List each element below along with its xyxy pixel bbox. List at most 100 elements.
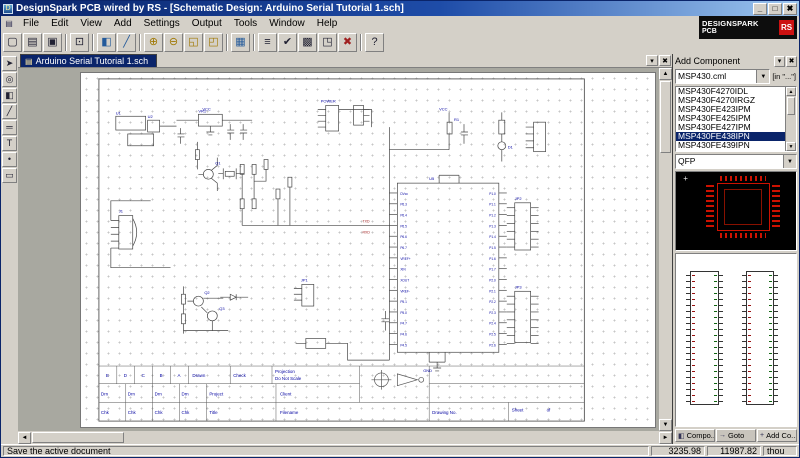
tab-component-bin[interactable]: ◧ Compo... [675,429,715,442]
panel-menu-icon[interactable]: ▾ [774,56,785,67]
vertical-scroll-thumb[interactable] [660,81,671,153]
svg-text:P1.3: P1.3 [489,224,496,228]
scroll-left-icon[interactable]: ◄ [18,432,31,444]
symbol-preview [675,253,797,427]
scroll-up-icon[interactable]: ▲ [786,87,796,96]
zoom-in-icon[interactable]: ⊕ [144,33,163,52]
horizontal-scroll-thumb[interactable] [32,432,124,443]
ic-pin-labels: DVcc P6.3 P6.4 P6.5 P6.6 P6.7 VREF+ XIN … [400,192,496,347]
svg-text:P2.4: P2.4 [489,322,496,326]
svg-text:Chk: Chk [181,410,190,415]
dropdown-arrow-icon[interactable]: ▼ [756,70,769,83]
symbol-unit [746,271,775,405]
svg-text:Chk: Chk [101,410,110,415]
schematic-canvas[interactable]: E D C B A Drawn Check Projection Do Not … [81,73,655,427]
workspace: ▤ Arduino Serial Tutorial 1.sch ▾ ✖ [18,54,672,444]
print-icon[interactable]: ⊡ [70,33,89,52]
list-item[interactable]: MSP430FE425IPM [676,114,785,123]
select-tool-icon[interactable]: ➤ [2,56,17,71]
svg-text:XOUT: XOUT [400,278,409,282]
canvas-background[interactable]: E D C B A Drawn Check Projection Do Not … [18,68,659,431]
menu-file[interactable]: File [17,17,45,30]
zoom-all-icon[interactable]: ◰ [204,33,223,52]
title-bar: D DesignSpark PCB wired by RS - [Schemat… [1,1,799,16]
main-toolbar: ▢ ▤ ▣ ⊡ ◧ ╱ ⊕ ⊖ ◱ ◰ ▦ ≡ ✔ ▩ ◳ ✖ ? [1,30,799,54]
scroll-down-icon[interactable]: ▼ [786,142,796,151]
list-item[interactable]: MSP430FE423IPM [676,105,785,114]
add-component-icon[interactable]: ◧ [97,33,116,52]
new-icon[interactable]: ▢ [3,33,22,52]
menu-edit[interactable]: Edit [45,17,74,30]
list-item[interactable]: MSP430FE439IPN [676,141,785,150]
menu-add[interactable]: Add [108,17,138,30]
toolbar-separator [92,34,94,51]
schematic-page[interactable]: E D C B A Drawn Check Projection Do Not … [80,72,656,428]
dropdown-arrow-icon[interactable]: ▼ [783,155,796,168]
component-tool-icon[interactable]: ◧ [2,88,17,103]
bus-tool-icon[interactable]: ═ [2,120,17,135]
units-indicator[interactable]: thou [763,446,797,456]
document-tab[interactable]: ▤ Arduino Serial Tutorial 1.sch [20,54,157,67]
mdi-document-icon[interactable]: ▤ [3,18,15,29]
list-item[interactable]: MSP430F4270IRGZ [676,96,785,105]
menu-settings[interactable]: Settings [138,17,186,30]
junction-tool-icon[interactable]: • [2,152,17,167]
menu-view[interactable]: View [74,17,108,30]
tab-goto[interactable]: → Goto [716,429,756,442]
delete-icon[interactable]: ✖ [338,33,357,52]
minimize-button[interactable]: _ [753,3,767,15]
tab-menu-icon[interactable]: ▾ [646,55,658,66]
zoom-out-icon[interactable]: ⊖ [164,33,183,52]
svg-text:Drn: Drn [128,392,136,397]
vertical-scrollbar[interactable]: ▲ ▼ [659,68,672,431]
panel-header: Add Component ▾ ✖ [673,54,799,68]
menu-window[interactable]: Window [263,17,311,30]
grid-icon[interactable]: ▦ [231,33,250,52]
wire-tool-icon[interactable]: ╱ [2,104,17,119]
list-item[interactable]: MSP430FE427IPM [676,123,785,132]
close-button[interactable]: ✖ [783,3,797,15]
text-tool-icon[interactable]: T [2,136,17,151]
panel-title: Add Component [675,56,773,66]
pad-tool-icon[interactable]: ◎ [2,72,17,87]
scroll-down-icon[interactable]: ▼ [659,419,672,431]
view-3d-icon[interactable]: ◳ [318,33,337,52]
maximize-button[interactable]: □ [768,3,782,15]
menu-tools[interactable]: Tools [228,17,263,30]
goto-icon: → [719,432,726,439]
svg-text:R1: R1 [454,117,459,122]
list-scroll-thumb[interactable] [787,97,795,115]
svg-text:P4.5: P4.5 [400,343,407,347]
library-icon[interactable]: ≡ [258,33,277,52]
library-select[interactable]: MSP430.cml ▼ [675,69,770,84]
status-bar: Save the active document 3235.98 11987.8… [1,444,799,457]
list-item-selected[interactable]: MSP430FE438IPN [676,132,785,141]
add-wire-icon[interactable]: ╱ [117,33,136,52]
help-icon[interactable]: ? [365,33,384,52]
svg-text:XIN: XIN [400,268,406,272]
list-item[interactable]: MSP430F4270IDL [676,87,785,96]
package-select[interactable]: QFP ▼ [675,154,797,169]
shape-tool-icon[interactable]: ▭ [2,168,17,183]
list-scrollbar[interactable]: ▲ ▼ [785,87,796,151]
footprint-preview: + [675,171,797,251]
save-icon[interactable]: ▣ [43,33,62,52]
menu-output[interactable]: Output [186,17,228,30]
open-icon[interactable]: ▤ [23,33,42,52]
scroll-up-icon[interactable]: ▲ [659,68,672,80]
panel-close-icon[interactable]: ✖ [786,56,797,67]
tab-add-component[interactable]: + Add Co... [757,429,797,442]
zoom-window-icon[interactable]: ◱ [184,33,203,52]
design-check-icon[interactable]: ✔ [278,33,297,52]
translate-to-pcb-icon[interactable]: ▩ [298,33,317,52]
tab-close-icon[interactable]: ✖ [659,55,671,66]
library-value: MSP430.cml [676,70,756,83]
svg-text:P6.3: P6.3 [400,203,407,207]
svg-text:Drawn: Drawn [192,373,205,378]
component-list[interactable]: MSP430F4270IDL MSP430F4270IRGZ MSP430FE4… [675,86,797,152]
svg-text:Drn: Drn [101,392,109,397]
horizontal-scrollbar[interactable]: ◄ ► [18,431,672,444]
menu-help[interactable]: Help [311,17,344,30]
scroll-right-icon[interactable]: ► [659,432,672,444]
svg-text:Drn: Drn [155,392,163,397]
